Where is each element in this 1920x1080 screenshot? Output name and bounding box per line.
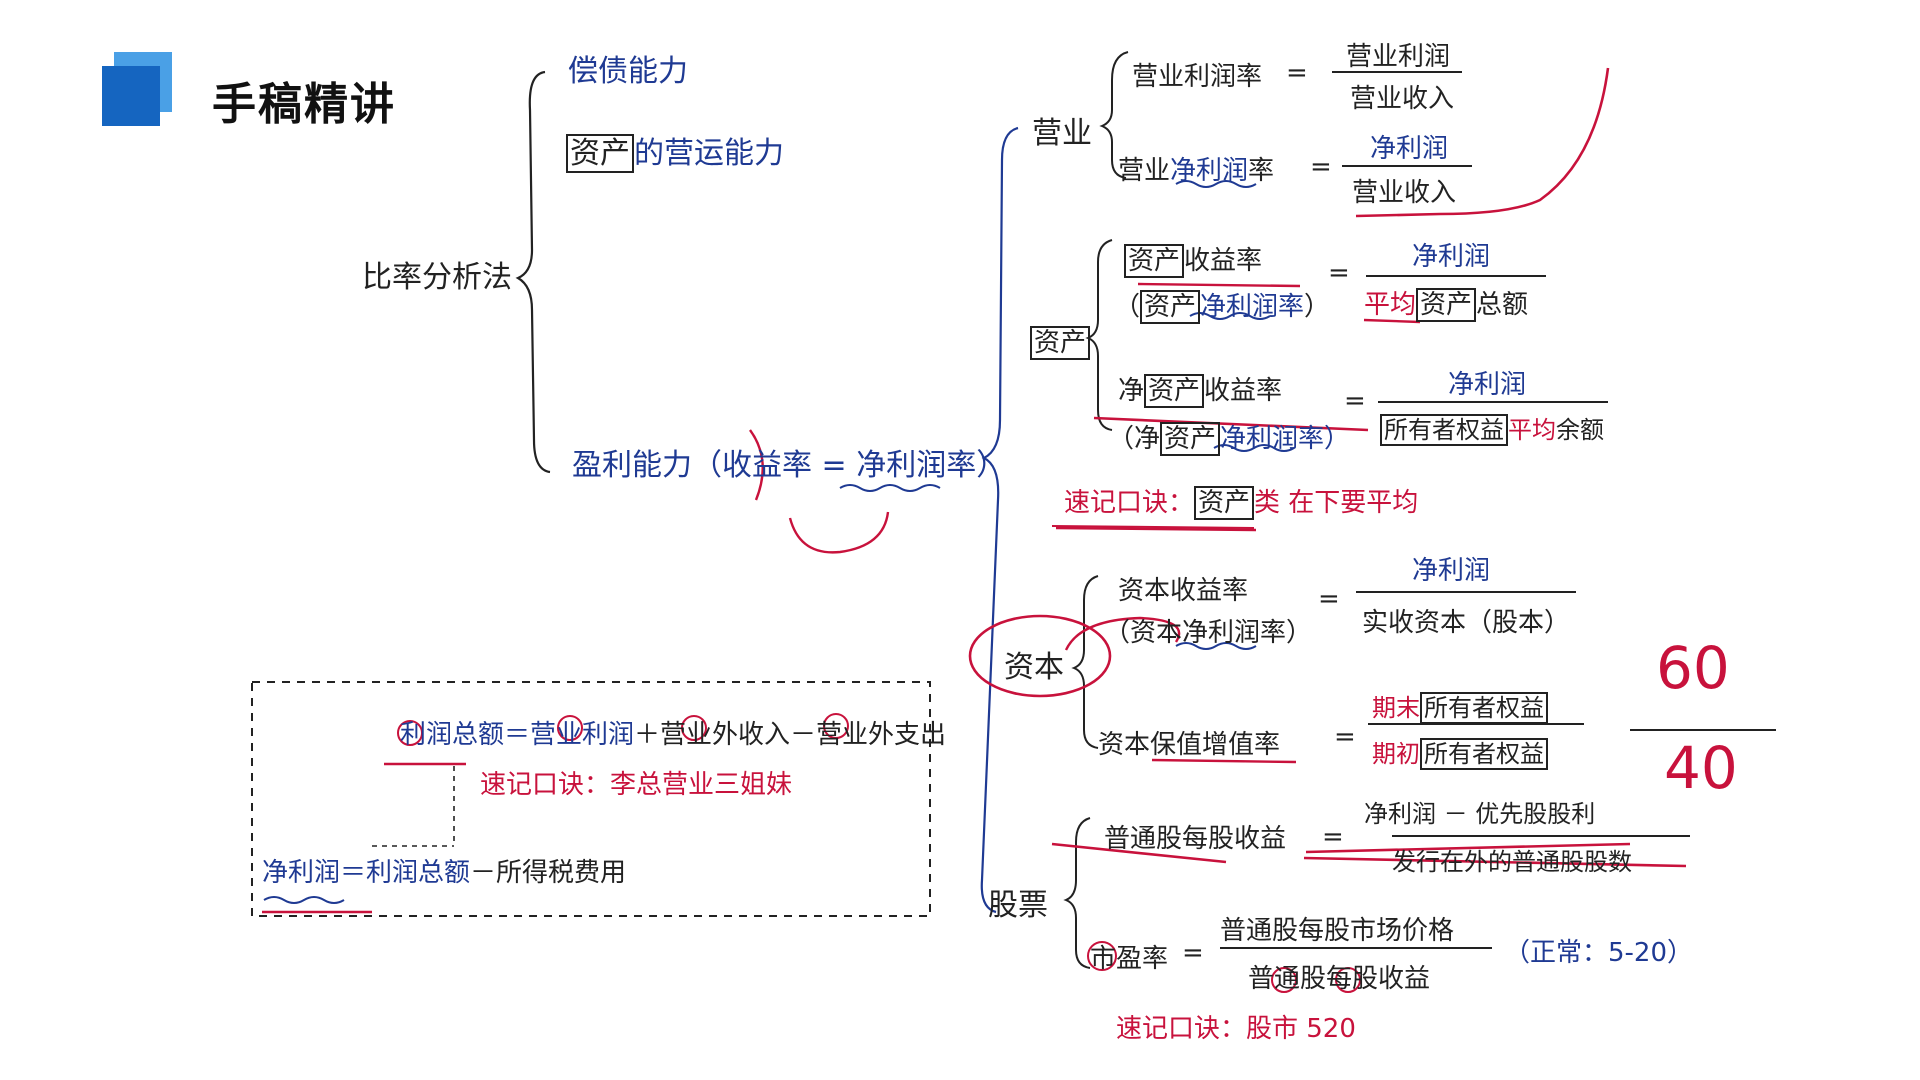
note-non-op-income: ＋营业外收入 <box>634 720 791 750</box>
stock-r1-den: 发行在外的普通股股数 <box>1392 848 1632 876</box>
note-mnemonic: 速记口诀：李总营业三姐妹 <box>480 770 793 800</box>
eq-sign: = <box>1328 258 1350 288</box>
note-total-profit-formula: 利润总额＝营业利润＋营业外收入－营业外支出 <box>400 714 946 751</box>
den-avg: 平均 <box>1508 416 1556 444</box>
tip-box: 资产 <box>1194 486 1255 520</box>
tip-a: 速记口诀： <box>1064 488 1195 518</box>
alt-b: 净利润率） <box>1220 424 1351 454</box>
asset-alt-label: 净利润率 <box>1200 292 1305 322</box>
business-r1-den: 营业收入 <box>1350 84 1455 114</box>
den-balance: 余额 <box>1556 416 1604 444</box>
stock-pe-normal-note: （正常：5-20） <box>1504 938 1694 968</box>
den-box: 资产 <box>1416 288 1477 322</box>
business-net-profit-rate: 营业净利润率 <box>1118 150 1274 187</box>
ability-asset-box: 资产 <box>566 134 634 173</box>
asset-r2-den: 所有者权益平均余额 <box>1380 410 1604 446</box>
asset-mnemonic: 速记口诀：资产类 在下要平均 <box>1064 482 1419 520</box>
eq-sign: = <box>1310 152 1332 182</box>
den-begin: 期初 <box>1372 740 1420 768</box>
asset-r1-den: 平均资产总额 <box>1364 284 1529 322</box>
den-box: 所有者权益 <box>1420 738 1548 770</box>
stock-r2-num: 普通股每股市场价格 <box>1220 916 1455 946</box>
page-title: 手稿精讲 <box>212 79 396 130</box>
note-net-profit: 净利润 <box>262 858 341 888</box>
business-op-profit-rate: 营业利润率 <box>1132 62 1263 92</box>
business-r2-den: 营业收入 <box>1352 178 1457 208</box>
side-number-bottom: 40 <box>1664 734 1738 802</box>
label-rate: 收益率 <box>1204 376 1283 406</box>
capital-r1-den: 实收资本（股本） <box>1362 608 1571 638</box>
eq-sign: = <box>1182 938 1204 968</box>
asset-return-alt: （资产净利润率） <box>1114 290 1331 324</box>
net-asset-return-alt: （净资产净利润率） <box>1108 418 1351 456</box>
note-net-profit-formula: 净利润＝利润总额－所得税费用 <box>262 852 626 889</box>
asset-return-rate: 资产收益率 <box>1124 240 1263 278</box>
note-total-profit: 利润总额 <box>400 720 505 750</box>
group-capital: 资本 <box>1004 650 1064 685</box>
business-r1-num: 营业利润 <box>1346 42 1451 72</box>
capital-r1-num: 净利润 <box>1412 556 1491 586</box>
root-ratio-analysis: 比率分析法 <box>362 260 512 295</box>
capital-preservation-rate: 资本保值增值率 <box>1098 730 1281 760</box>
alt-a: （净 <box>1108 424 1161 454</box>
label-net: 净 <box>1118 376 1145 406</box>
side-number-top: 60 <box>1656 634 1730 702</box>
asset-r2-num: 净利润 <box>1448 370 1527 400</box>
den-box: 所有者权益 <box>1380 414 1508 446</box>
num-end: 期末 <box>1372 694 1420 722</box>
label-box: 资产 <box>1144 374 1205 408</box>
brand-logo <box>102 52 172 126</box>
eq-sign: = <box>1286 58 1308 88</box>
ability-debt: 偿债能力 <box>568 54 688 89</box>
tip-b: 类 在下要平均 <box>1254 488 1419 518</box>
stock-mnemonic: 速记口诀：股市 520 <box>1116 1014 1356 1044</box>
logo-square-dark <box>102 66 160 126</box>
asset-label: 收益率 <box>1184 246 1263 276</box>
ability-operating: 资产的营运能力 <box>566 128 784 173</box>
label-part-b: 净利润 <box>1170 156 1249 186</box>
eq-sign: = <box>1344 386 1366 416</box>
eq-sign: = <box>1322 822 1344 852</box>
label-part-c: 率 <box>1248 156 1275 186</box>
num-box: 所有者权益 <box>1420 692 1548 724</box>
eq-sign: = <box>1334 722 1356 752</box>
stock-pe-ratio: 市盈率 <box>1090 944 1169 974</box>
capital-return-alt: （资本净利润率） <box>1104 618 1313 648</box>
stock-eps: 普通股每股收益 <box>1104 824 1287 854</box>
ability-profit: 盈利能力（收益率 = 净利润率） <box>572 448 1007 483</box>
capital-r2-den: 期初所有者权益 <box>1372 734 1548 770</box>
eq-sign: = <box>1318 584 1340 614</box>
note-income-tax: －所得税费用 <box>470 858 627 888</box>
note-op-profit: ＝营业利润 <box>504 720 635 750</box>
group-asset: 资产 <box>1030 322 1091 360</box>
business-r2-num: 净利润 <box>1370 134 1449 164</box>
asset-group-box: 资产 <box>1030 326 1091 360</box>
note-non-op-expense: －营业外支出 <box>790 720 947 750</box>
group-business: 营业 <box>1032 116 1092 151</box>
group-stock: 股票 <box>988 888 1048 923</box>
alt-box: 资产 <box>1160 422 1221 456</box>
den-total: 总额 <box>1476 290 1529 320</box>
asset-r1-num: 净利润 <box>1412 242 1491 272</box>
label-part-a: 营业 <box>1118 156 1171 186</box>
note-total-profit-ref: ＝利润总额 <box>340 858 471 888</box>
ability-asset-rest: 的营运能力 <box>634 136 784 171</box>
asset-box: 资产 <box>1124 244 1185 278</box>
den-avg: 平均 <box>1364 290 1417 320</box>
net-asset-return-rate: 净资产收益率 <box>1118 370 1283 408</box>
stock-r2-den: 普通股每股收益 <box>1248 964 1431 994</box>
capital-r2-num: 期末所有者权益 <box>1372 688 1548 724</box>
stock-r1-num: 净利润 － 优先股股利 <box>1364 800 1596 828</box>
capital-return-rate: 资本收益率 <box>1118 576 1249 606</box>
asset-alt-box: 资产 <box>1140 290 1201 324</box>
